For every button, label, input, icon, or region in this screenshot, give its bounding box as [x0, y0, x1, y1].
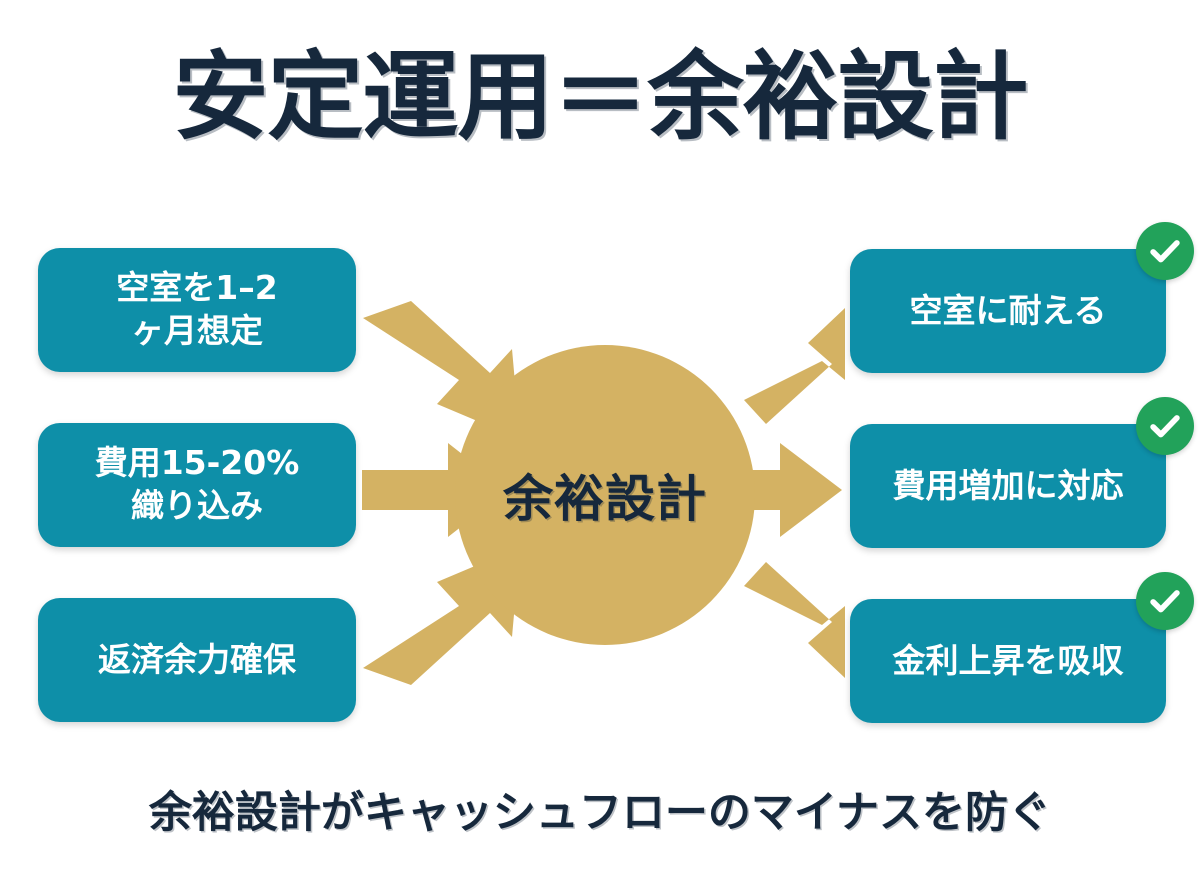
check-icon [1150, 590, 1180, 613]
check-icon [1150, 415, 1180, 438]
check-badge-3 [1136, 572, 1194, 630]
arrow-output-3 [744, 562, 845, 678]
output-node-3[interactable]: 金利上昇を吸収 [850, 599, 1166, 723]
summary-caption: 余裕設計がキャッシュフローのマイナスを防ぐ [148, 788, 1052, 838]
arrow-output-2 [752, 443, 842, 537]
page-title: 安定運用＝余裕設計 [172, 41, 1029, 153]
center-hub-label: 余裕設計 [503, 470, 707, 528]
arrow-input-3 [363, 547, 520, 685]
output-node-2[interactable]: 費用増加に対応 [850, 424, 1166, 548]
arrow-output-1 [744, 308, 845, 424]
input-node-2[interactable]: 費用15-20% 織り込み [38, 423, 356, 547]
check-badge-2 [1136, 397, 1194, 455]
output-node-1[interactable]: 空室に耐える [850, 249, 1166, 373]
check-icon [1150, 240, 1180, 263]
check-badge-1 [1136, 222, 1194, 280]
arrow-input-1 [363, 301, 520, 439]
input-node-3[interactable]: 返済余力確保 [38, 598, 356, 722]
input-node-1[interactable]: 空室を1–2 ヶ月想定 [38, 248, 356, 372]
center-hub[interactable]: 余裕設計 [455, 345, 755, 645]
